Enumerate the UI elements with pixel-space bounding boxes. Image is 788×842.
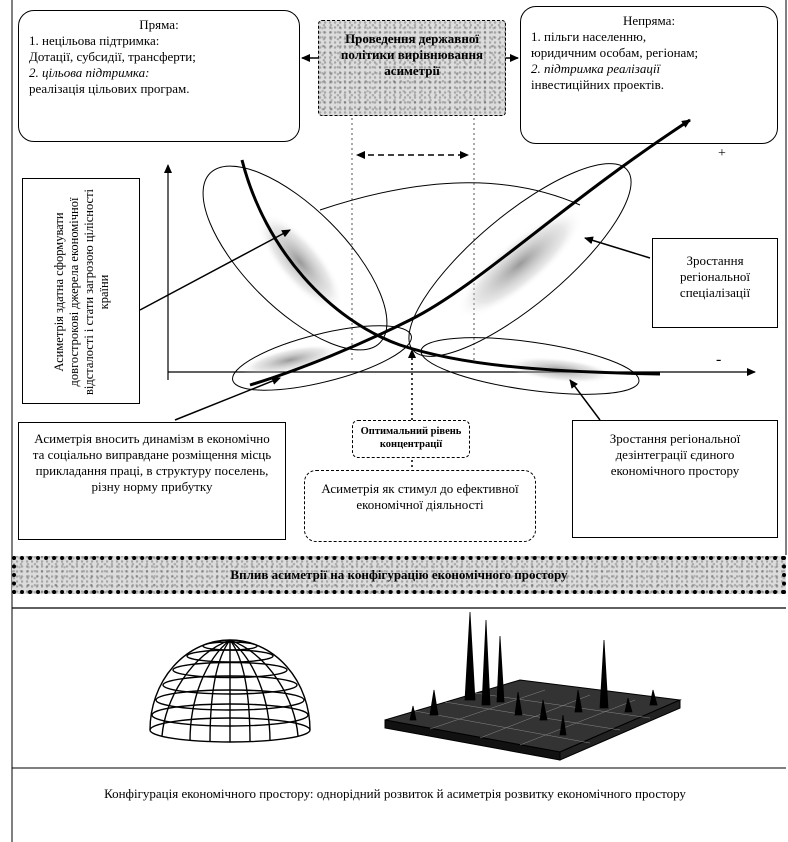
ellipse-left-upper <box>202 165 388 351</box>
upper-arc <box>319 182 581 211</box>
policy-box: Проведення державної політики вирівнюван… <box>318 20 506 116</box>
regional-specialization-box: Зростання регіональної спеціалізації <box>652 238 778 328</box>
stimulus-box: Асиметрія як стимул до ефективної економ… <box>304 470 536 542</box>
indirect-support-title: Непряма: <box>622 13 676 28</box>
arrow-left-label <box>139 229 291 311</box>
indirect-support-line-2: юридичним особам, регіонам; <box>531 45 699 60</box>
influence-band: Вплив асиметрії на конфігурацію економіч… <box>12 556 786 594</box>
arrow-bottom-left <box>174 377 281 421</box>
footer-caption-text: Конфігурація економічного простору: одно… <box>104 786 686 801</box>
footer-caption: Конфігурація економічного простору: одно… <box>40 786 750 802</box>
blob-left-lower <box>241 344 339 376</box>
indirect-support-line-1: 1. пільги населенню, <box>531 29 647 44</box>
direct-support-line-2: Дотації, субсидії, трансферти; <box>29 49 196 64</box>
direct-support-box: Пряма: 1. нецільова підтримка: Дотації, … <box>18 10 300 142</box>
indirect-support-line-3: 2. підтримка реалізації <box>531 61 661 76</box>
dynamism-box: Асиметрія вносить динамізм в економічно … <box>18 422 286 540</box>
stimulus-text: Асиметрія як стимул до ефективної економ… <box>321 481 519 512</box>
policy-text: Проведення державної політики вирівнюван… <box>340 31 484 78</box>
ellipse-left-lower <box>232 325 412 391</box>
left-vertical-text: Асиметрія здатна сформувати довгостроков… <box>52 188 111 396</box>
disintegration-text: Зростання регіональної дезінтеграції єди… <box>609 431 741 478</box>
indirect-support-line-4: інвестиційних проектів. <box>531 77 665 92</box>
optimal-concentration-box: Оптимальний рівень концентрації <box>352 420 470 458</box>
regional-specialization-text: Зростання регіональної спеціалізації <box>679 253 751 300</box>
direct-support-line-4: реалізація цільових програм. <box>29 81 190 96</box>
direct-support-line-1: 1. нецільова підтримка: <box>29 33 160 48</box>
direct-support-line-3: 2. цільова підтримка: <box>29 65 150 80</box>
indirect-support-box: Непряма: 1. пільги населенню, юридичним … <box>520 6 778 144</box>
left-vertical-box: Асиметрія здатна сформувати довгостроков… <box>22 178 140 404</box>
influence-band-text: Вплив асиметрії на конфігурацію економіч… <box>230 567 568 582</box>
arrow-bottom-right <box>569 379 601 421</box>
optimal-concentration-text: Оптимальний рівень концентрації <box>360 426 462 450</box>
curve-increasing <box>249 118 691 387</box>
direct-support-title: Пряма: <box>139 17 179 32</box>
disintegration-box: Зростання регіональної дезінтеграції єди… <box>572 420 778 538</box>
minus-sign: - <box>716 351 722 368</box>
dynamism-text: Асиметрія вносить динамізм в економічно … <box>32 431 272 494</box>
blob-right-upper <box>456 209 584 319</box>
arrow-right-label <box>584 236 651 259</box>
plus-sign: + <box>718 146 726 161</box>
spiky-surface <box>384 611 682 761</box>
blob-left-upper <box>256 212 344 312</box>
dome-wireframe <box>149 639 311 743</box>
